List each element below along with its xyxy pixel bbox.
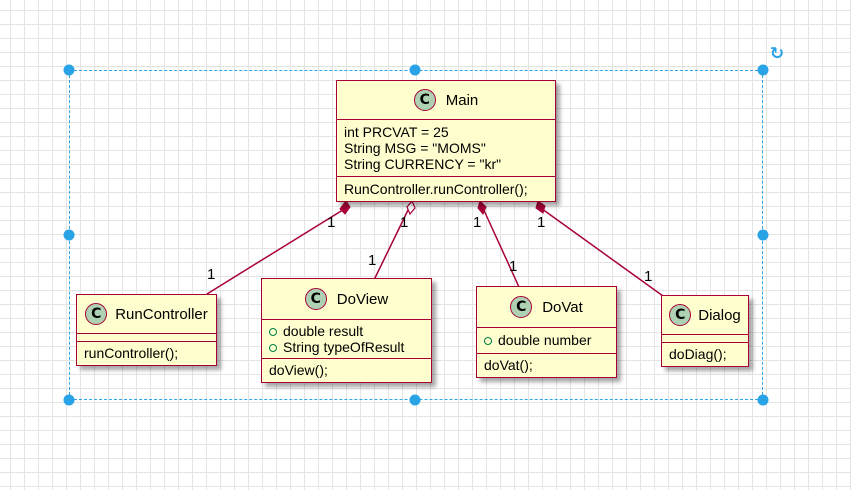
class-doview-header: C DoView [262,279,431,319]
class-dovat-methods: doVat(); [477,353,616,377]
class-c-circle-icon: C [304,288,327,310]
mult-runcontroller: 1 [207,266,216,283]
class-main-fields: int PRCVAT = 25 String MSG = "MOMS" Stri… [337,119,555,176]
link-main-dovat [481,205,520,288]
class-dialog-methods: doDiag(); [662,342,748,366]
rotate-icon[interactable]: ↻ [769,44,785,64]
selection-frame [69,70,763,400]
resize-handle-bottom-right[interactable] [757,394,769,406]
class-runcontroller[interactable]: C RunController runController(); [76,294,217,366]
class-dialog-name: Dialog [698,306,741,324]
mult-dialog: 1 [644,268,653,285]
class-dovat-header: C DoVat [477,287,616,327]
class-dialog-fields [662,334,748,342]
method: doVat(); [484,357,533,373]
class-c-circle-icon: C [413,89,436,111]
class-c-circle-icon: C [85,303,108,325]
aggregation-diamond-doview [406,199,416,216]
field: int PRCVAT = 25 [344,124,449,140]
class-dovat[interactable]: C DoVat double number doVat(); [476,286,617,378]
field: String typeOfResult [269,339,424,355]
class-c-circle-icon: C [669,304,692,326]
link-main-dialog [537,205,664,297]
class-doview-name: DoView [336,290,389,308]
class-main[interactable]: C Main int PRCVAT = 25 String MSG = "MOM… [336,80,556,202]
link-main-doview [373,205,411,281]
method: runController(); [84,345,179,361]
resize-handle-top-right[interactable] [757,64,769,76]
class-dialog[interactable]: C Dialog doDiag(); [661,295,749,367]
class-doview-methods: doView(); [262,358,431,382]
field: String MSG = "MOMS" [344,140,486,156]
method: doView(); [269,362,328,378]
resize-handle-bottom-left[interactable] [63,394,75,406]
class-doview[interactable]: C DoView double result String typeOfResu… [261,278,432,383]
mult-main-dialog: 1 [537,214,546,231]
link-main-runcontroller [206,207,347,295]
composition-diamond-runcontroller [339,200,351,215]
class-runcontroller-header: C RunController [77,295,216,333]
mult-doview: 1 [368,252,377,269]
class-dovat-fields: double number [477,327,616,353]
mult-dovat: 1 [509,258,518,275]
class-main-header: C Main [337,81,555,119]
resize-handle-right[interactable] [757,229,769,241]
field: String CURRENCY = "kr" [344,156,502,172]
public-visibility-icon [269,328,277,336]
method: doDiag(); [669,346,727,362]
composition-diamond-dialog [535,200,546,214]
class-c-circle-icon: C [510,296,533,318]
field: double number [484,332,609,348]
class-doview-fields: double result String typeOfResult [262,319,431,358]
public-visibility-icon [269,344,277,352]
class-runcontroller-methods: runController(); [77,341,216,365]
class-runcontroller-fields [77,333,216,341]
mult-main-dovat: 1 [473,214,482,231]
class-runcontroller-name: RunController [115,305,208,323]
composition-diamond-dovat [477,200,487,215]
public-visibility-icon [484,337,492,345]
class-dialog-header: C Dialog [662,296,748,334]
resize-handle-top-left[interactable] [63,64,75,76]
class-dovat-name: DoVat [542,298,583,316]
resize-handle-bottom[interactable] [409,394,421,406]
mult-main-runcontroller: 1 [327,214,336,231]
resize-handle-left[interactable] [63,229,75,241]
class-main-name: Main [445,91,479,109]
method: RunController.runController(); [344,181,528,197]
class-main-methods: RunController.runController(); [337,176,555,201]
field: double result [269,323,424,339]
mult-main-doview: 1 [400,214,409,231]
resize-handle-top[interactable] [409,64,421,76]
